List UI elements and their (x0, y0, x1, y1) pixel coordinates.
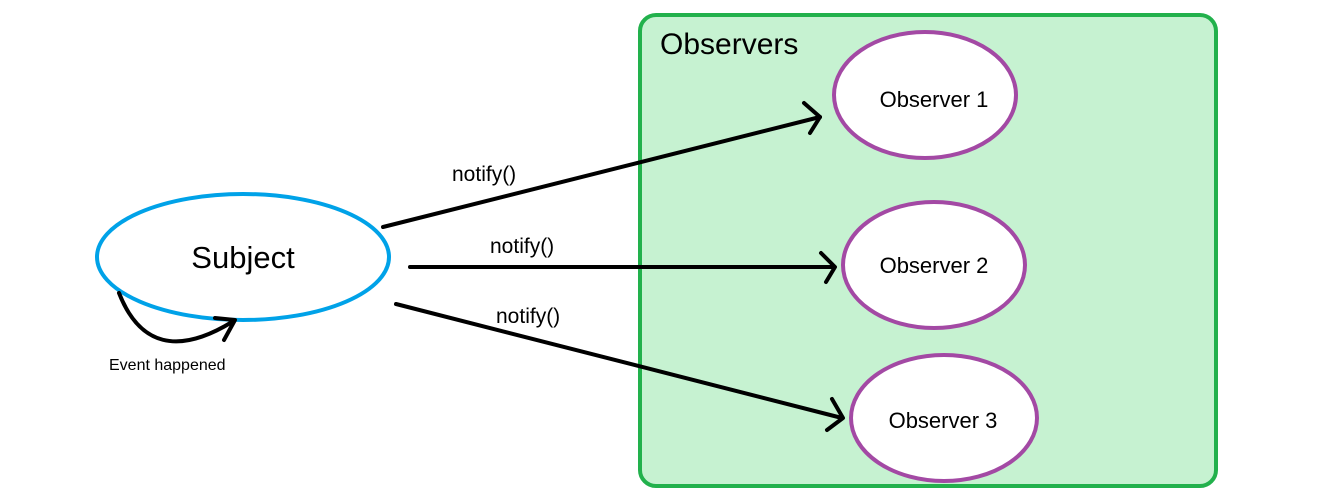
notify-label-3: notify() (496, 305, 560, 328)
observer-3-label: Observer 3 (889, 408, 998, 433)
notify-label-2: notify() (490, 235, 554, 258)
event-loop-arrowhead (213, 316, 237, 342)
notify-arrow-1-head (802, 101, 822, 135)
notify-arrow-2-head (819, 251, 837, 284)
notify-arrow-3-head (825, 397, 845, 432)
observer-1-node (832, 30, 1018, 160)
observers-group-title: Observers (660, 28, 798, 61)
notify-arrow-3 (394, 302, 844, 420)
observer-2-label: Observer 2 (880, 253, 989, 278)
notify-arrow-1 (381, 115, 822, 229)
event-happened-label: Event happened (109, 357, 226, 374)
event-loop-arrow (117, 291, 234, 344)
notify-label-1: notify() (452, 163, 516, 186)
observer-3-node (849, 353, 1039, 483)
subject-node (95, 192, 391, 322)
observer-2-node (841, 200, 1027, 330)
observer-1-label: Observer 1 (880, 87, 989, 112)
subject-label: Subject (191, 240, 295, 275)
